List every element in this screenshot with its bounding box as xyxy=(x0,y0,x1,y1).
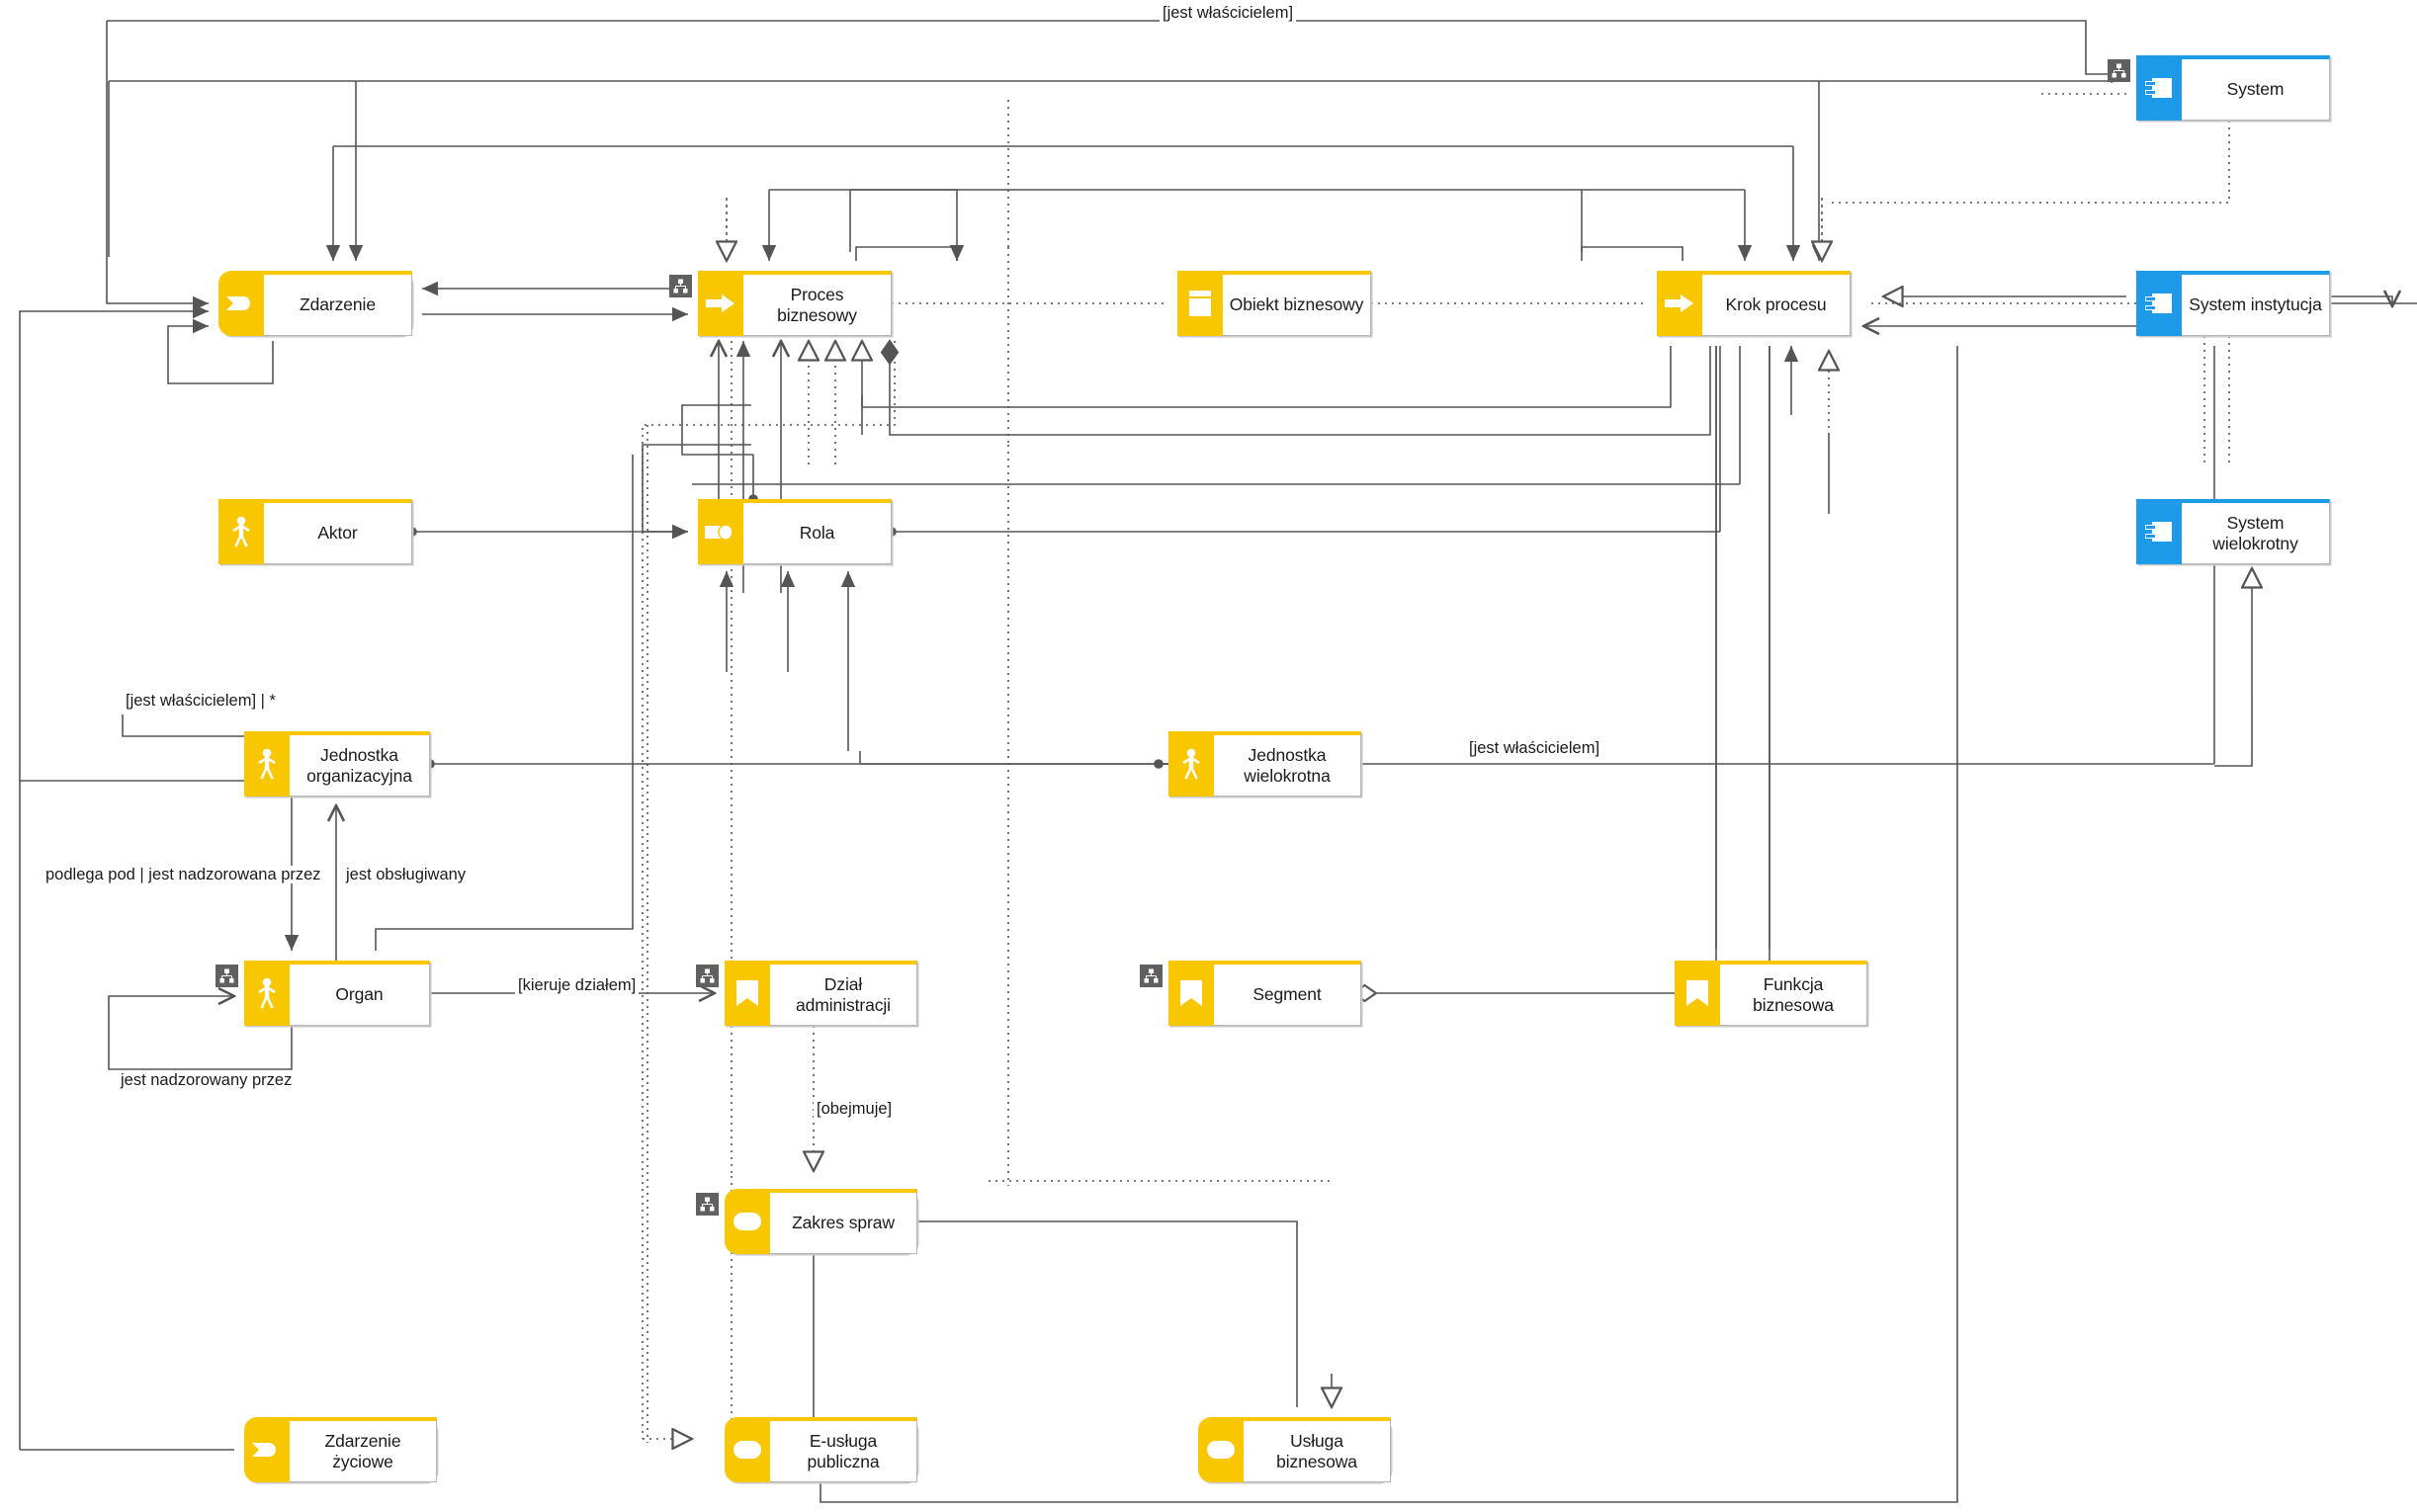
business-process-icon xyxy=(698,271,743,336)
application-component-icon xyxy=(2136,499,2182,564)
node-label: Krok procesu xyxy=(1725,294,1827,315)
node-label: Usługa biznesowa xyxy=(1276,1431,1357,1471)
node-organ[interactable]: Organ xyxy=(216,961,430,1026)
node-aktor[interactable]: Aktor xyxy=(218,499,412,564)
node-label: System xyxy=(2226,79,2285,100)
node-zdarzenie-zyciowe[interactable]: Zdarzenie życiowe xyxy=(244,1417,437,1482)
edge-label-jest-wlascicielem-right: [jest właścicielem] xyxy=(1466,739,1603,758)
business-actor-icon xyxy=(244,731,290,797)
business-event-icon xyxy=(218,271,264,336)
node-label: Funkcja biznesowa xyxy=(1753,974,1834,1015)
node-label: Segment xyxy=(1252,984,1322,1005)
node-label: Jednostka wielokrotna xyxy=(1244,745,1331,786)
business-service-icon xyxy=(725,1189,770,1254)
node-label: Obiekt biznesowy xyxy=(1229,294,1364,315)
business-role-icon xyxy=(698,499,743,564)
node-label: Dział administracji xyxy=(796,974,891,1015)
composite-badge-icon xyxy=(669,275,692,297)
composite-badge-icon xyxy=(696,965,719,987)
business-actor-icon xyxy=(218,499,264,564)
node-proces-biznesowy[interactable]: Proces biznesowy xyxy=(669,271,892,336)
node-krok-procesu[interactable]: Krok procesu xyxy=(1657,271,1851,336)
node-segment[interactable]: Segment xyxy=(1140,961,1361,1026)
node-system-instytucja[interactable]: System instytucja xyxy=(2136,271,2330,336)
node-funkcja-biznesowa[interactable]: Funkcja biznesowa xyxy=(1675,961,1867,1026)
node-dzial-administracji[interactable]: Dział administracji xyxy=(696,961,917,1026)
node-usluga-biznesowa[interactable]: Usługa biznesowa xyxy=(1198,1417,1391,1482)
node-obiekt-biznesowy[interactable]: Obiekt biznesowy xyxy=(1177,271,1371,336)
business-function-icon xyxy=(1675,961,1720,1026)
node-label: Proces biznesowy xyxy=(777,285,857,325)
edge-label-obejmuje: [obejmuje] xyxy=(814,1100,896,1119)
node-jednostka-organizacyjna[interactable]: Jednostka organizacyjna xyxy=(244,731,430,797)
business-object-icon xyxy=(1177,271,1223,336)
node-system-wielokrotny[interactable]: System wielokrotny xyxy=(2136,499,2330,564)
composite-badge-icon xyxy=(696,1193,719,1216)
composite-badge-icon xyxy=(1140,965,1163,987)
edge-label-podlega-pod: podlega pod | jest nadzorowana przez xyxy=(43,866,324,884)
business-service-icon xyxy=(725,1417,770,1482)
node-label: Rola xyxy=(799,523,835,544)
node-zdarzenie[interactable]: Zdarzenie xyxy=(218,271,412,336)
node-label: E-usługa publiczna xyxy=(807,1431,880,1471)
node-label: Jednostka organizacyjna xyxy=(306,745,412,786)
business-actor-icon xyxy=(1168,731,1214,797)
node-label: System instytucja xyxy=(2189,294,2322,315)
node-system[interactable]: System xyxy=(2108,55,2330,121)
business-function-icon xyxy=(725,961,770,1026)
node-label: System wielokrotny xyxy=(2212,513,2298,553)
composite-badge-icon xyxy=(216,965,238,987)
business-function-icon xyxy=(1168,961,1214,1026)
node-rola[interactable]: Rola xyxy=(698,499,892,564)
node-zakres-spraw[interactable]: Zakres spraw xyxy=(696,1189,917,1254)
business-process-icon xyxy=(1657,271,1702,336)
node-label: Zdarzenie życiowe xyxy=(324,1431,401,1471)
composite-badge-icon xyxy=(2108,59,2130,82)
node-label: Aktor xyxy=(317,523,358,544)
application-component-icon xyxy=(2136,271,2182,336)
node-e-usluga-publiczna[interactable]: E-usługa publiczna xyxy=(725,1417,917,1482)
edge-label-jest-nadzorowany-przez: jest nadzorowany przez xyxy=(118,1071,296,1090)
node-label: Zakres spraw xyxy=(792,1213,895,1233)
business-event-icon xyxy=(244,1417,290,1482)
business-actor-icon xyxy=(244,961,290,1026)
node-label: Zdarzenie xyxy=(300,294,376,315)
edge-label-jest-wlascicielem-top: [jest właścicielem] xyxy=(1160,4,1297,23)
edge-label-jest-wlascicielem-star: [jest właścicielem] | * xyxy=(123,692,279,711)
edge-label-kieruje-dzialem: [kieruje działem] xyxy=(515,976,640,995)
business-service-icon xyxy=(1198,1417,1244,1482)
edge-label-jest-obslugiwany: jest obsługiwany xyxy=(343,866,470,884)
node-label: Organ xyxy=(335,984,384,1005)
node-jednostka-wielokrotna[interactable]: Jednostka wielokrotna xyxy=(1168,731,1361,797)
application-component-icon xyxy=(2136,55,2182,121)
